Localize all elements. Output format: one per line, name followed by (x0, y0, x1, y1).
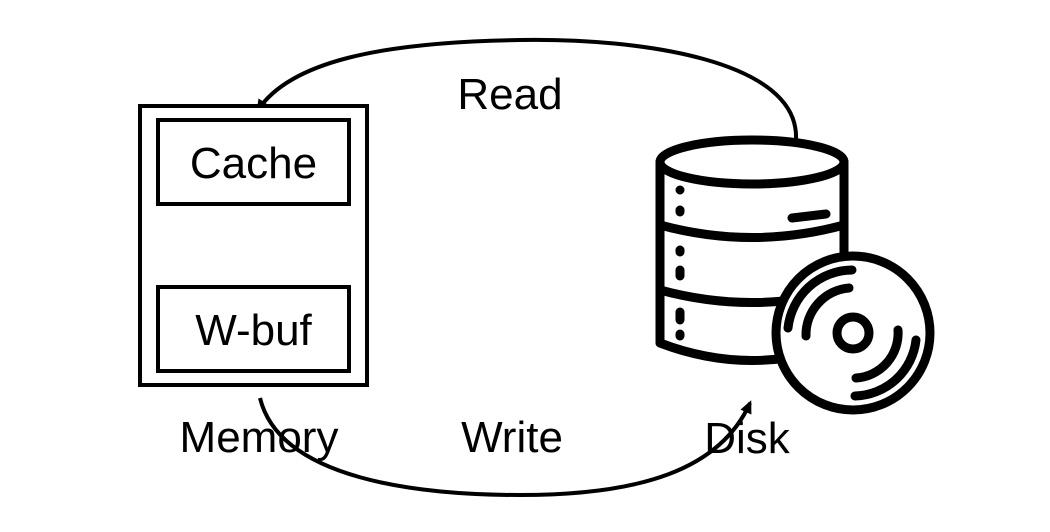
read-arrow (256, 37, 799, 141)
wbuf-label: W-buf (195, 306, 312, 355)
write-label: Write (461, 413, 563, 462)
cache-label: Cache (190, 139, 317, 188)
read-label: Read (457, 70, 562, 119)
database-icon (655, 135, 849, 365)
disc-icon (771, 251, 935, 415)
memory-label: Memory (180, 413, 339, 462)
write-arrow (258, 397, 752, 498)
disk-label: Disk (704, 414, 791, 463)
wbuf-box: W-buf (156, 285, 351, 373)
cache-box: Cache (156, 118, 351, 206)
memory-box: Cache W-buf (138, 104, 369, 387)
